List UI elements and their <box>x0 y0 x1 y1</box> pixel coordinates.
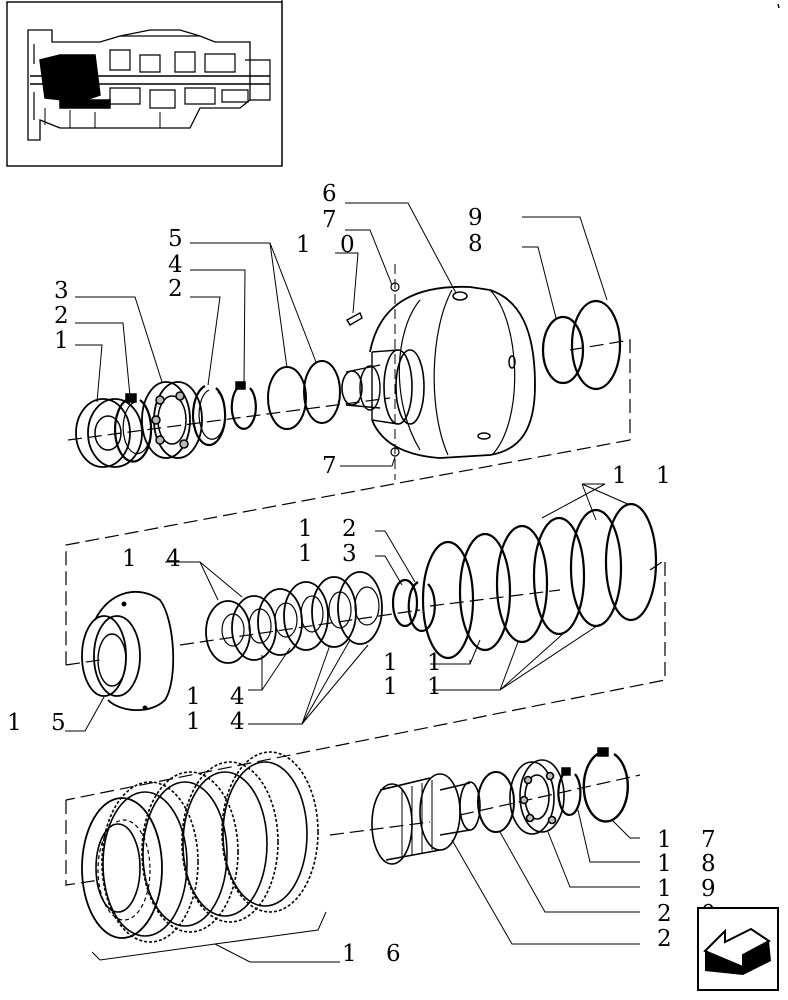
part-16-clutch-discs <box>81 751 319 943</box>
part-3-bearing <box>141 381 203 459</box>
part-21-splined-hub <box>371 773 481 865</box>
part-17-snap-ring <box>582 747 629 823</box>
callout-11-mid: 1 1 <box>383 650 453 676</box>
previous-page-button[interactable] <box>697 907 779 991</box>
callout-14-low: 1 4 <box>186 709 256 735</box>
row1-leader-lines <box>75 202 608 467</box>
callout-18: 1 8 <box>657 851 727 877</box>
callout-2-left: 2 <box>54 303 80 329</box>
part-12-circlip <box>407 581 436 633</box>
callout-17: 1 7 <box>657 827 727 853</box>
part-6-clutch-housing <box>341 264 536 480</box>
row2-leader-lines <box>65 483 631 732</box>
part-2-snap-ring-b <box>191 385 227 447</box>
callout-7-top: 7 <box>322 207 348 233</box>
part-10-pin <box>346 312 363 326</box>
callout-2-right: 2 <box>168 276 194 302</box>
part-9-ring <box>570 299 622 391</box>
part-8-ring <box>541 315 585 385</box>
callout-14-mid: 1 4 <box>186 684 256 710</box>
callout-5: 5 <box>168 226 194 252</box>
part-14-washer-stack <box>205 571 383 664</box>
part-1-washer <box>75 398 143 468</box>
callout-13: 1 3 <box>298 541 368 567</box>
part-20-ring <box>477 771 515 833</box>
transmission-thumbnail <box>6 1 283 167</box>
callout-19: 1 9 <box>657 876 727 902</box>
callout-3: 3 <box>54 278 80 304</box>
part-2-snap-ring <box>114 393 153 463</box>
part-13-circlip <box>391 578 419 628</box>
part-15-flange <box>81 591 175 712</box>
callout-11-low: 1 1 <box>383 674 453 700</box>
callout-1: 1 <box>54 328 80 354</box>
callout-11-top: 1 1 <box>612 463 682 489</box>
callout-9: 9 <box>468 205 494 231</box>
callout-4: 4 <box>168 252 194 278</box>
part-11-spring-rings <box>421 502 658 660</box>
callout-12: 1 2 <box>298 516 368 542</box>
row3-leader-lines <box>91 809 640 963</box>
callout-8: 8 <box>468 231 494 257</box>
previous-page-arrow-icon <box>703 927 771 975</box>
callout-14-top: 1 4 <box>122 546 192 572</box>
callout-10: 1 0 <box>296 232 366 258</box>
callout-7-bottom: 7 <box>322 453 348 479</box>
part-18-circlip <box>557 767 582 817</box>
callout-15: 1 5 <box>7 710 77 736</box>
part-4-circlip <box>230 381 257 430</box>
callout-16: 1 6 <box>342 941 412 967</box>
callout-6: 6 <box>322 181 348 207</box>
part-19-bearing <box>509 759 565 835</box>
part-5-seal-rings <box>267 360 341 430</box>
